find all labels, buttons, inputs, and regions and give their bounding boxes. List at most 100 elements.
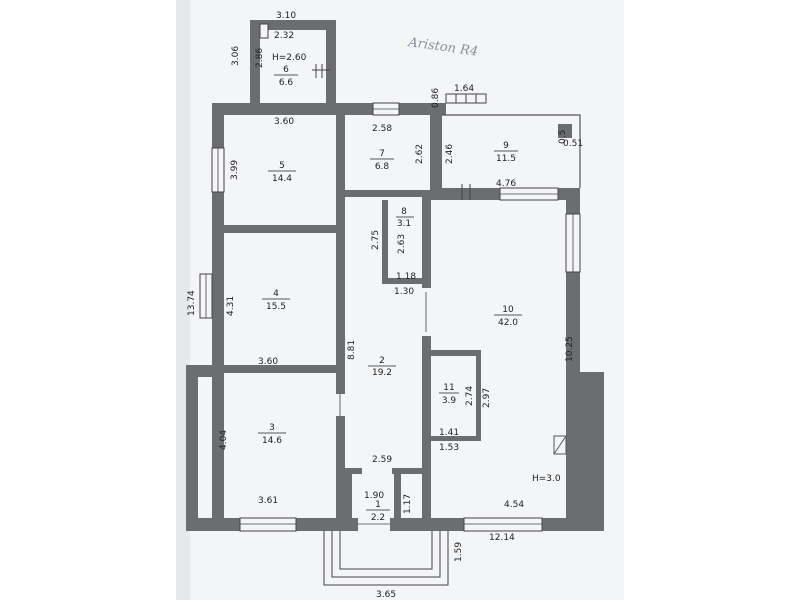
- corner-pillar: [558, 124, 572, 138]
- wall-left-corridor: [336, 115, 345, 518]
- room-7-number: 7: [379, 149, 385, 159]
- dim-r9-corner-b: 0.51: [563, 139, 583, 149]
- wall-r1-right: [394, 474, 401, 518]
- door-r2-r1: [362, 466, 392, 474]
- room-4-number: 4: [273, 289, 279, 299]
- dim-r11-height-b: 2.97: [482, 388, 492, 408]
- wall-r11-bottom: [431, 436, 481, 441]
- dim-r7-width: 2.58: [372, 124, 392, 134]
- stairs-room9: [445, 93, 487, 104]
- room-4-area: 15.5: [266, 302, 286, 312]
- room-8-number: 8: [401, 207, 407, 217]
- dim-total-height: 13.74: [187, 290, 197, 316]
- room-5-number: 5: [279, 161, 285, 171]
- dim-r5-height: 3.99: [230, 160, 240, 180]
- annex-ceiling-height: H=2.60: [272, 53, 307, 63]
- room-5-area: 14.4: [272, 174, 292, 184]
- dim-r8-height-right: 2.63: [397, 234, 407, 254]
- door-r2-r10: [422, 288, 431, 336]
- dim-r3-height: 4.04: [219, 430, 229, 450]
- door-lines: [339, 292, 427, 525]
- room-9-number: 9: [503, 141, 509, 151]
- wall-r8-bottom: [382, 278, 426, 284]
- dim-annex-side-inner: 2.86: [255, 48, 265, 68]
- room-10-number: 10: [502, 305, 514, 315]
- dim-r11-height-a: 2.74: [465, 386, 475, 406]
- wall-r4-r3: [210, 365, 338, 373]
- wall-annex-left: [250, 20, 260, 108]
- misc-marks: [461, 184, 471, 200]
- wall-r8-left: [382, 200, 388, 282]
- room-9-area: 11.5: [496, 154, 516, 164]
- room-2-area: 19.2: [372, 368, 392, 378]
- room-7-area: 6.8: [375, 162, 390, 172]
- dim-r9-step: 1.64: [454, 84, 474, 94]
- dim-annex-top-outer: 3.10: [276, 11, 296, 21]
- porch-steps: [323, 531, 449, 586]
- dim-r2-width-bottom: 2.59: [372, 455, 392, 465]
- dim-r10-width: 4.54: [504, 500, 524, 510]
- wall-left-upper: [212, 103, 224, 531]
- room-10-area: 42.0: [498, 318, 518, 328]
- dim-r9-width: 4.76: [496, 179, 516, 189]
- wall-right-lower: [580, 372, 604, 531]
- dim-r1-height: 1.17: [403, 494, 413, 514]
- wall-room9-outline: [442, 114, 581, 188]
- dim-porch-width: 3.65: [376, 590, 396, 600]
- door-r2-r3: [336, 394, 345, 416]
- dim-r2-width-top: 1.30: [394, 287, 414, 297]
- wall-room9-left: [430, 115, 442, 200]
- wall-r5-r4: [224, 225, 340, 233]
- dim-r10-height: 10.25: [565, 336, 575, 362]
- main-ceiling-height: H=3.0: [532, 474, 561, 484]
- dim-annex-side-outer: 3.06: [231, 46, 241, 66]
- wall-r1-left: [345, 474, 352, 518]
- wall-annex-top: [250, 20, 336, 30]
- dim-annex-top-inner: 2.32: [274, 31, 294, 41]
- dim-r8-width: 1.18: [396, 272, 416, 282]
- dim-r3-width: 3.61: [258, 496, 278, 506]
- room-11-number: 11: [443, 383, 454, 393]
- room-1-number: 1: [375, 500, 381, 510]
- room-1-area: 2.2: [371, 513, 385, 523]
- stairs-annex: [312, 64, 330, 78]
- room-8-area: 3.1: [397, 219, 411, 229]
- wall-r11-top: [431, 350, 481, 356]
- room-3-area: 14.6: [262, 436, 282, 446]
- dim-porch-depth: 1.59: [454, 542, 464, 562]
- dim-r8-height-left: 2.75: [371, 230, 381, 250]
- window-bottom-r3: [239, 517, 297, 532]
- dim-r7-height: 2.62: [415, 144, 425, 164]
- dim-total-width: 12.14: [489, 533, 515, 543]
- dim-r2-height: 8.81: [347, 340, 357, 360]
- dim-r5-width: 3.60: [274, 117, 294, 127]
- dim-r9-corner-a: 0.5: [558, 130, 568, 144]
- room-6-number: 6: [283, 65, 289, 75]
- dim-r9-height: 2.46: [445, 144, 455, 164]
- door-entrance: [358, 517, 390, 532]
- dim-r9-stub: 0.86: [431, 88, 441, 108]
- wall-left-lower: [186, 365, 198, 531]
- wall-r11-right: [476, 350, 481, 440]
- dim-r1-width: 1.90: [364, 491, 384, 501]
- wall-r7-r2: [345, 190, 430, 197]
- room-6-area: 6.6: [279, 78, 294, 88]
- window-center-lines: [205, 108, 574, 525]
- window-bottom-r10: [463, 517, 543, 532]
- wall-top-left: [212, 103, 446, 115]
- dim-r11-width-a: 1.41: [439, 428, 459, 438]
- room-2-number: 2: [379, 356, 385, 366]
- dim-r11-width-b: 1.53: [439, 443, 459, 453]
- wall-corridor-right: [422, 197, 431, 518]
- boiler-symbol: [553, 435, 567, 455]
- window-annex: [259, 23, 269, 39]
- door-openings: [336, 288, 431, 532]
- dim-r4-height: 4.31: [226, 296, 236, 316]
- wall-right-upper: [566, 188, 580, 531]
- dim-r4-width: 3.60: [258, 357, 278, 367]
- room-3-number: 3: [269, 423, 275, 433]
- room-11-area: 3.9: [442, 396, 457, 406]
- wall-annex-right: [326, 20, 336, 108]
